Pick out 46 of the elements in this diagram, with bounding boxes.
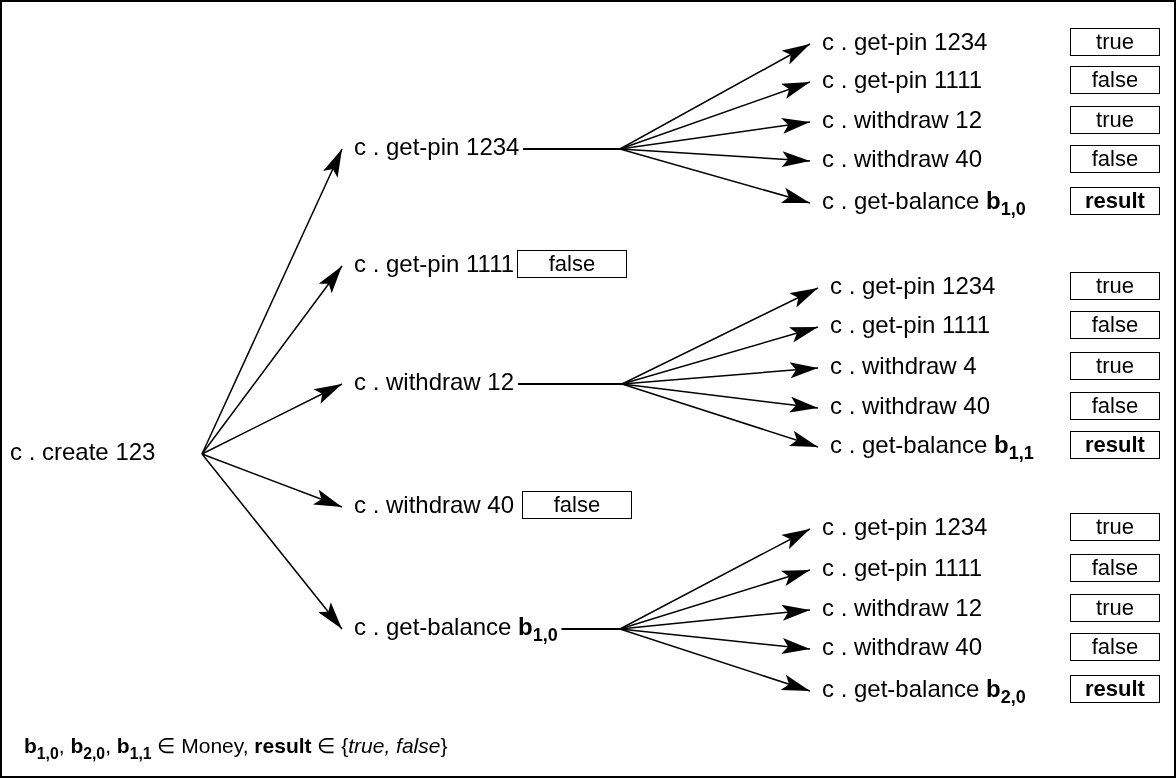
value-box: false: [1070, 392, 1160, 420]
value-box: false: [1070, 554, 1160, 582]
call-label: c . withdraw 40: [340, 490, 515, 520]
call-label: c . get-pin 1111: [808, 65, 983, 95]
call-label: c . withdraw 40: [808, 144, 983, 174]
call-label: c . get-balance b$_{1,0}$: [808, 186, 1026, 216]
value-box: true: [1070, 352, 1160, 380]
value-box: true: [1070, 28, 1160, 56]
arrow: [201, 383, 343, 455]
call-label: c . get-pin 1111: [808, 553, 983, 583]
call-label: c . withdraw 12: [808, 593, 983, 623]
call-label: c . get-pin 1234: [808, 27, 988, 57]
call-label: c . get-pin 1234: [340, 132, 520, 162]
arrow: [561, 628, 811, 692]
value-box: false: [1070, 311, 1160, 339]
call-label: c . withdraw 40: [816, 391, 991, 421]
arrow: [517, 383, 819, 448]
arrow: [201, 453, 343, 630]
arrow: [522, 148, 811, 204]
call-label: c . withdraw 12: [340, 367, 515, 397]
value-box: result: [1070, 431, 1160, 459]
arrow: [201, 265, 343, 455]
call-label: c . create 123: [10, 437, 198, 467]
value-box: false: [1070, 633, 1160, 661]
value-box: true: [1070, 513, 1160, 541]
value-box: false: [1070, 66, 1160, 94]
value-box: false: [1070, 145, 1160, 173]
call-label: c . get-pin 1111: [340, 249, 515, 279]
call-label: c . get-balance b$_{1,1}$: [816, 430, 1034, 460]
value-box: false: [522, 491, 632, 519]
value-box: true: [1070, 106, 1160, 134]
arrow: [201, 453, 343, 508]
call-label: c . get-pin 1234: [816, 271, 996, 301]
call-label: c . withdraw 4: [816, 351, 977, 381]
call-label: c . get-balance b$_{1,0}$: [340, 612, 558, 642]
call-label: c . get-balance b$_{2,0}$: [808, 674, 1026, 704]
arrow: [201, 148, 343, 455]
value-box: result: [1070, 675, 1160, 703]
call-label: c . withdraw 12: [808, 105, 983, 135]
call-label: c . withdraw 40: [808, 632, 983, 662]
value-box: false: [517, 250, 627, 278]
call-label: c . get-pin 1111: [816, 310, 991, 340]
value-box: result: [1070, 187, 1160, 215]
value-box: true: [1070, 272, 1160, 300]
call-label: c . get-pin 1234: [808, 512, 988, 542]
value-box: true: [1070, 594, 1160, 622]
